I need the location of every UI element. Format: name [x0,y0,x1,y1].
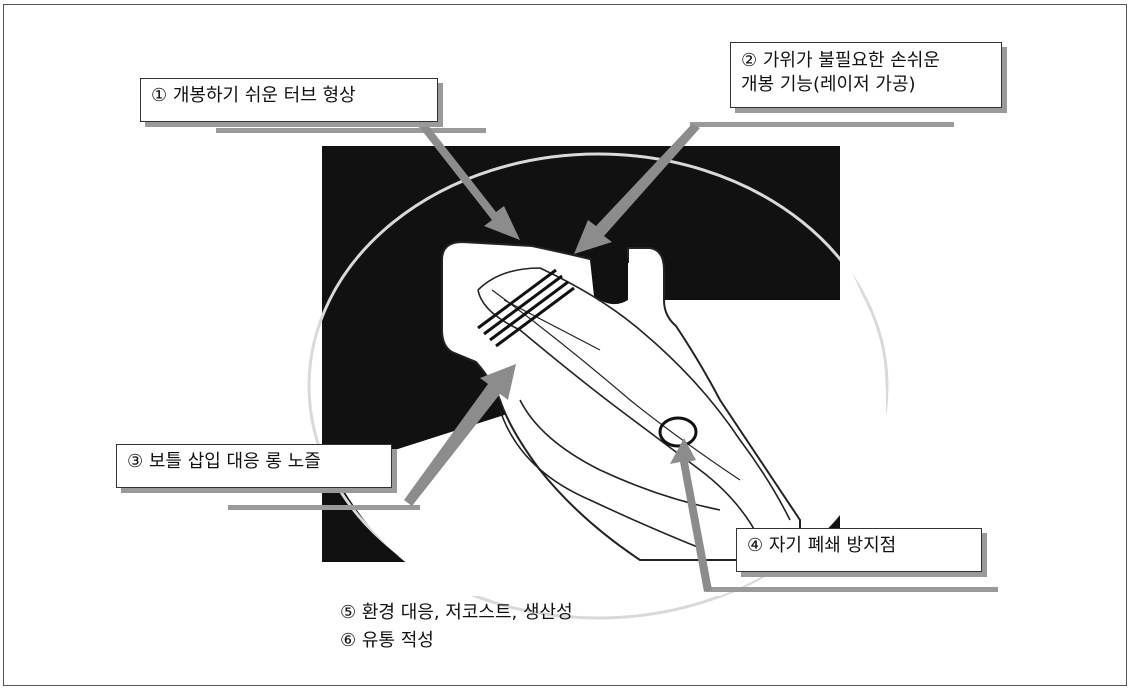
figure-frame [3,4,1127,686]
callout-easy-open-tub-text: ① 개봉하기 쉬운 터브 형상 [151,85,356,106]
spout-notch [590,254,628,305]
magnify-ellipse [307,152,889,620]
arrow-easy-open-tub [416,120,520,240]
callout-laser-open: ② 가위가 불필요한 손쉬운 개봉 기능(레이저 가공) [730,42,1002,108]
callout1-shadow-bar [216,128,486,133]
laser-cut-lines [477,268,575,348]
callout3-shadow-bar [228,505,420,510]
note-distribution: ⑥ 유통 적성 [340,630,434,651]
callout4-shadow-bar [706,587,998,592]
arrow-anti-closing-point [670,438,712,592]
callout-laser-open-line1: ② 가위가 불필요한 손쉬운 [741,50,940,71]
nozzle-curve-1 [519,399,721,511]
anti-closing-point-marker [658,416,698,448]
spout-channel-top [477,267,791,521]
note-environment: ⑤ 환경 대응, 저코스트, 생산성 [340,602,573,623]
arrow-laser-open [574,124,700,254]
callout2-shadow-bar [690,122,954,127]
nozzle-curve-2 [499,409,701,549]
callout-anti-closing-point-text: ④ 자기 폐쇄 방지점 [747,535,897,556]
ellipse-right-fill [840,250,886,600]
callout-long-nozzle: ③ 보틀 삽입 대응 롱 노즐 [116,444,392,488]
arrow-long-nozzle [404,364,516,506]
callout-easy-open-tub: ① 개봉하기 쉬운 터브 형상 [140,78,438,122]
callout-long-nozzle-text: ③ 보틀 삽입 대응 롱 노즐 [127,451,321,472]
callout-laser-open-line2: 개봉 기능(레이저 가공) [741,74,916,95]
callout-anti-closing-point: ④ 자기 폐쇄 방지점 [736,528,982,572]
